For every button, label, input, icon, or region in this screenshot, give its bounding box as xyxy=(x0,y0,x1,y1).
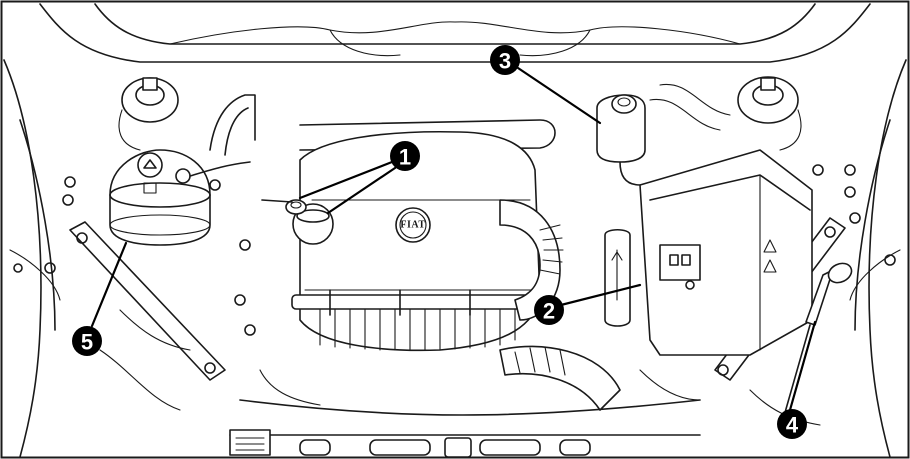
fender-left xyxy=(3,59,61,458)
strut-tower-right xyxy=(737,76,802,151)
battery-connector xyxy=(659,244,701,281)
callout-5-label: 5 xyxy=(81,330,93,355)
windscreen-washer-reservoir-neck xyxy=(604,228,631,327)
hood-outline xyxy=(39,3,871,63)
engine-logo-badge xyxy=(395,207,431,243)
callout-4-label: 4 xyxy=(786,413,799,438)
strut-tower-left xyxy=(118,77,179,151)
battery xyxy=(639,149,813,356)
engine-cover: FIAT xyxy=(291,130,543,352)
callout-3-label: 3 xyxy=(499,49,511,74)
oil-filler-cap xyxy=(292,203,334,245)
callout-1-label: 1 xyxy=(399,145,411,170)
left-bolts xyxy=(13,176,251,274)
callout-1: 1 xyxy=(390,141,420,171)
callout-2: 2 xyxy=(534,295,564,325)
washer-fluid-cap xyxy=(827,262,853,284)
coolant-expansion-tank xyxy=(109,149,251,246)
lower-air-duct xyxy=(499,345,621,411)
coolant-tank-cap xyxy=(137,152,163,178)
right-bolts xyxy=(812,164,896,266)
oil-dipstick xyxy=(261,199,307,215)
fender-right xyxy=(849,59,907,458)
lower-components xyxy=(99,294,821,426)
brake-fluid-reservoir xyxy=(596,94,646,186)
callout-3: 3 xyxy=(490,45,520,75)
intake-hose xyxy=(499,199,564,321)
upper-pipes xyxy=(209,83,731,156)
callout-5: 5 xyxy=(72,326,102,356)
front-cross-member xyxy=(229,399,701,458)
radiator-label-plate xyxy=(229,429,271,456)
callout-2-label: 2 xyxy=(543,299,555,324)
left-brace-bar xyxy=(69,221,226,381)
brake-fluid-cap xyxy=(611,94,637,114)
engine-logo-text: FIAT xyxy=(400,220,425,231)
callout-4: 4 xyxy=(777,409,807,439)
leader-lines xyxy=(90,66,817,412)
